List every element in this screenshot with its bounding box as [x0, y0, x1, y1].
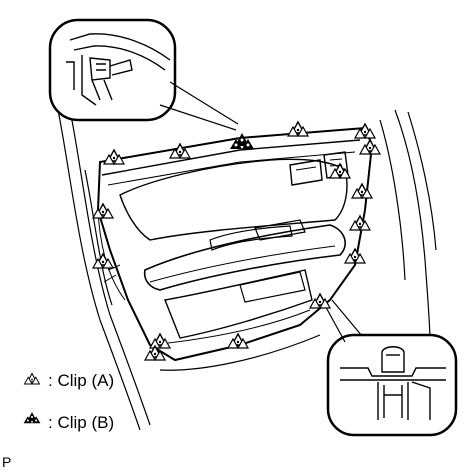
door-frame — [57, 109, 437, 431]
door-trim-panel — [96, 126, 374, 362]
legend-symbols — [23, 372, 41, 424]
figure-code: P — [2, 454, 12, 470]
callout-leader-top — [159, 81, 239, 131]
legend-clip-b-label: : Clip (B) — [48, 413, 115, 432]
top-retainer-detail-icon — [48, 18, 177, 122]
clip-a-triangle-icon — [23, 372, 41, 385]
clip-b-triangle-icon — [23, 412, 41, 424]
legend-clip-a-label: : Clip (A) — [48, 371, 115, 390]
clip-detail-icon — [326, 333, 458, 437]
